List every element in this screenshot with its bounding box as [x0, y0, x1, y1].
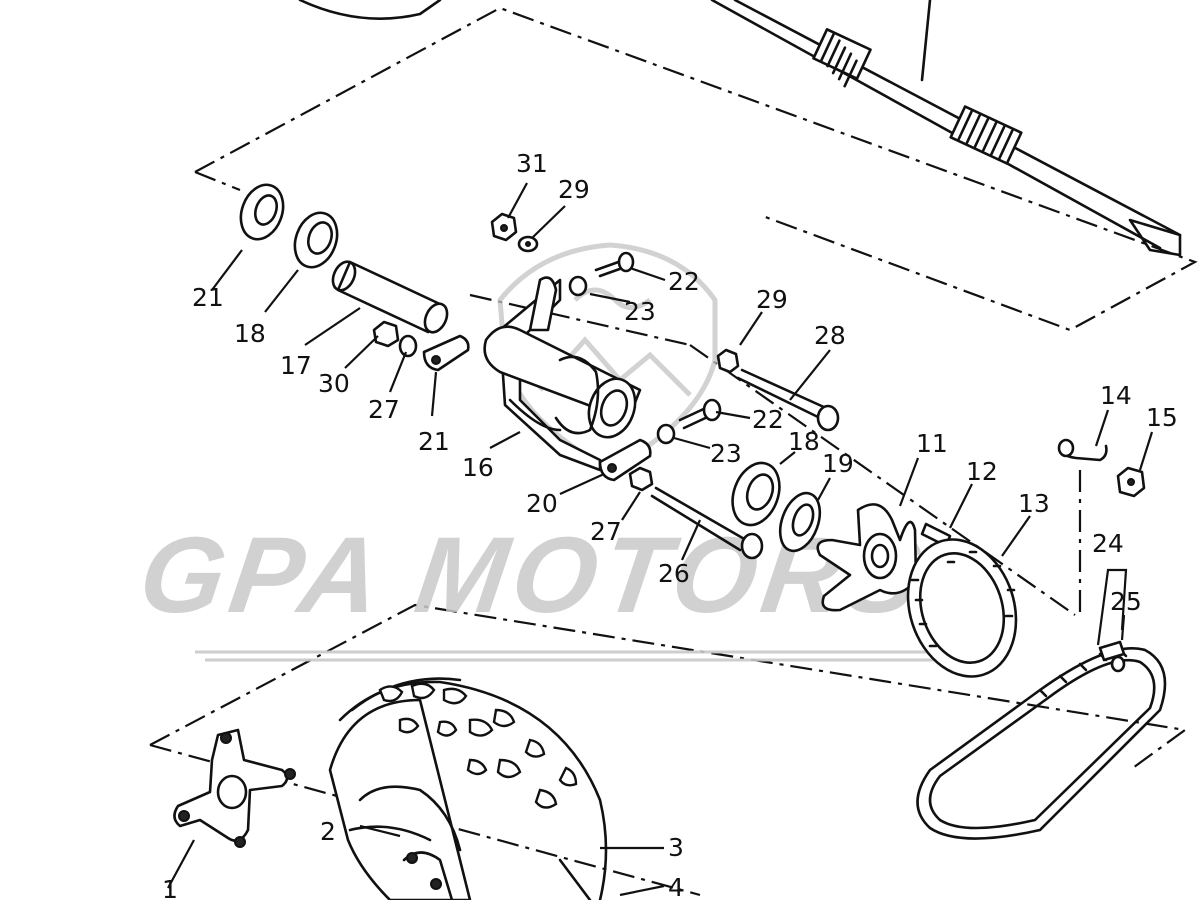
callout-24: 24: [1092, 529, 1124, 558]
washer-27-left: [398, 334, 418, 358]
callout-27-left: 27: [368, 395, 400, 424]
axle-shaft: [298, 0, 1182, 257]
callout-20: 21: [192, 283, 224, 312]
adjuster-plate-21-bottom: [598, 438, 652, 482]
bolt-28: [736, 368, 840, 432]
callout-21-bottom: 20: [526, 489, 558, 518]
callout-4: 4: [668, 873, 684, 900]
callout-31: 31: [516, 149, 548, 178]
bolt-22-mid: [678, 398, 722, 430]
nut-30: [372, 320, 400, 348]
bearing-18-right: [731, 461, 781, 527]
leader-lines: [167, 182, 1154, 897]
tire-3: [338, 677, 608, 900]
callout-11: 11: [916, 429, 948, 458]
oil-seal-19: [778, 491, 822, 553]
washer-29-right: [716, 348, 740, 374]
bolt-22-top: [594, 251, 635, 278]
collar-17: [331, 260, 449, 334]
axle-housing-16: [483, 276, 642, 472]
nut-15: [1116, 466, 1146, 498]
callout-16: 16: [462, 453, 494, 482]
callout-27-bottom: 27: [590, 517, 622, 546]
callout-18-left: 18: [234, 319, 266, 348]
master-link-25: [1098, 640, 1126, 673]
nut-27-bottom: [628, 466, 654, 492]
sprocket-13: [906, 538, 1018, 678]
bolt-26: [650, 486, 764, 560]
callout-23-top: 23: [624, 297, 656, 326]
bearing-18-left: [293, 211, 339, 269]
callout-1: 1: [162, 875, 178, 900]
washer-23-mid: [656, 423, 676, 445]
callout-21-left: 21: [418, 427, 450, 456]
oil-seal-20: [239, 183, 285, 241]
callout-22-top: 22: [668, 267, 700, 296]
callout-23-mid: 23: [710, 439, 742, 468]
callout-22-mid: 22: [752, 405, 784, 434]
callout-26: 26: [658, 559, 690, 588]
callout-12: 12: [966, 457, 998, 486]
callout-25: 25: [1110, 587, 1142, 616]
callout-3: 3: [668, 833, 684, 862]
callout-29-right: 29: [756, 285, 788, 314]
assembly-boundaries: [149, 6, 1198, 897]
drive-chain-24: [916, 647, 1167, 840]
adjuster-plate-21-top: [422, 334, 470, 372]
callout-19: 19: [822, 449, 854, 478]
sprocket-hub-11: [816, 503, 918, 612]
callout-17: 17: [280, 351, 312, 380]
callout-13: 13: [1018, 489, 1050, 518]
bracket-14: [1057, 438, 1108, 462]
wheel-hub-1: [173, 728, 296, 848]
washer-29-top: [517, 235, 539, 253]
washer-23-top: [568, 275, 588, 297]
callout-2: 2: [320, 817, 336, 846]
callout-14: 14: [1100, 381, 1132, 410]
callout-18-right: 18: [788, 427, 820, 456]
nut-31: [490, 212, 518, 242]
callout-15: 15: [1146, 403, 1178, 432]
callout-labels: 31 29 21 18 17 30 27 21 22 23 16 29 28 2…: [162, 149, 1178, 900]
callout-30: 30: [318, 369, 350, 398]
callout-29-top: 29: [558, 175, 590, 204]
wheel-2: [328, 698, 472, 900]
callout-28: 28: [814, 321, 846, 350]
